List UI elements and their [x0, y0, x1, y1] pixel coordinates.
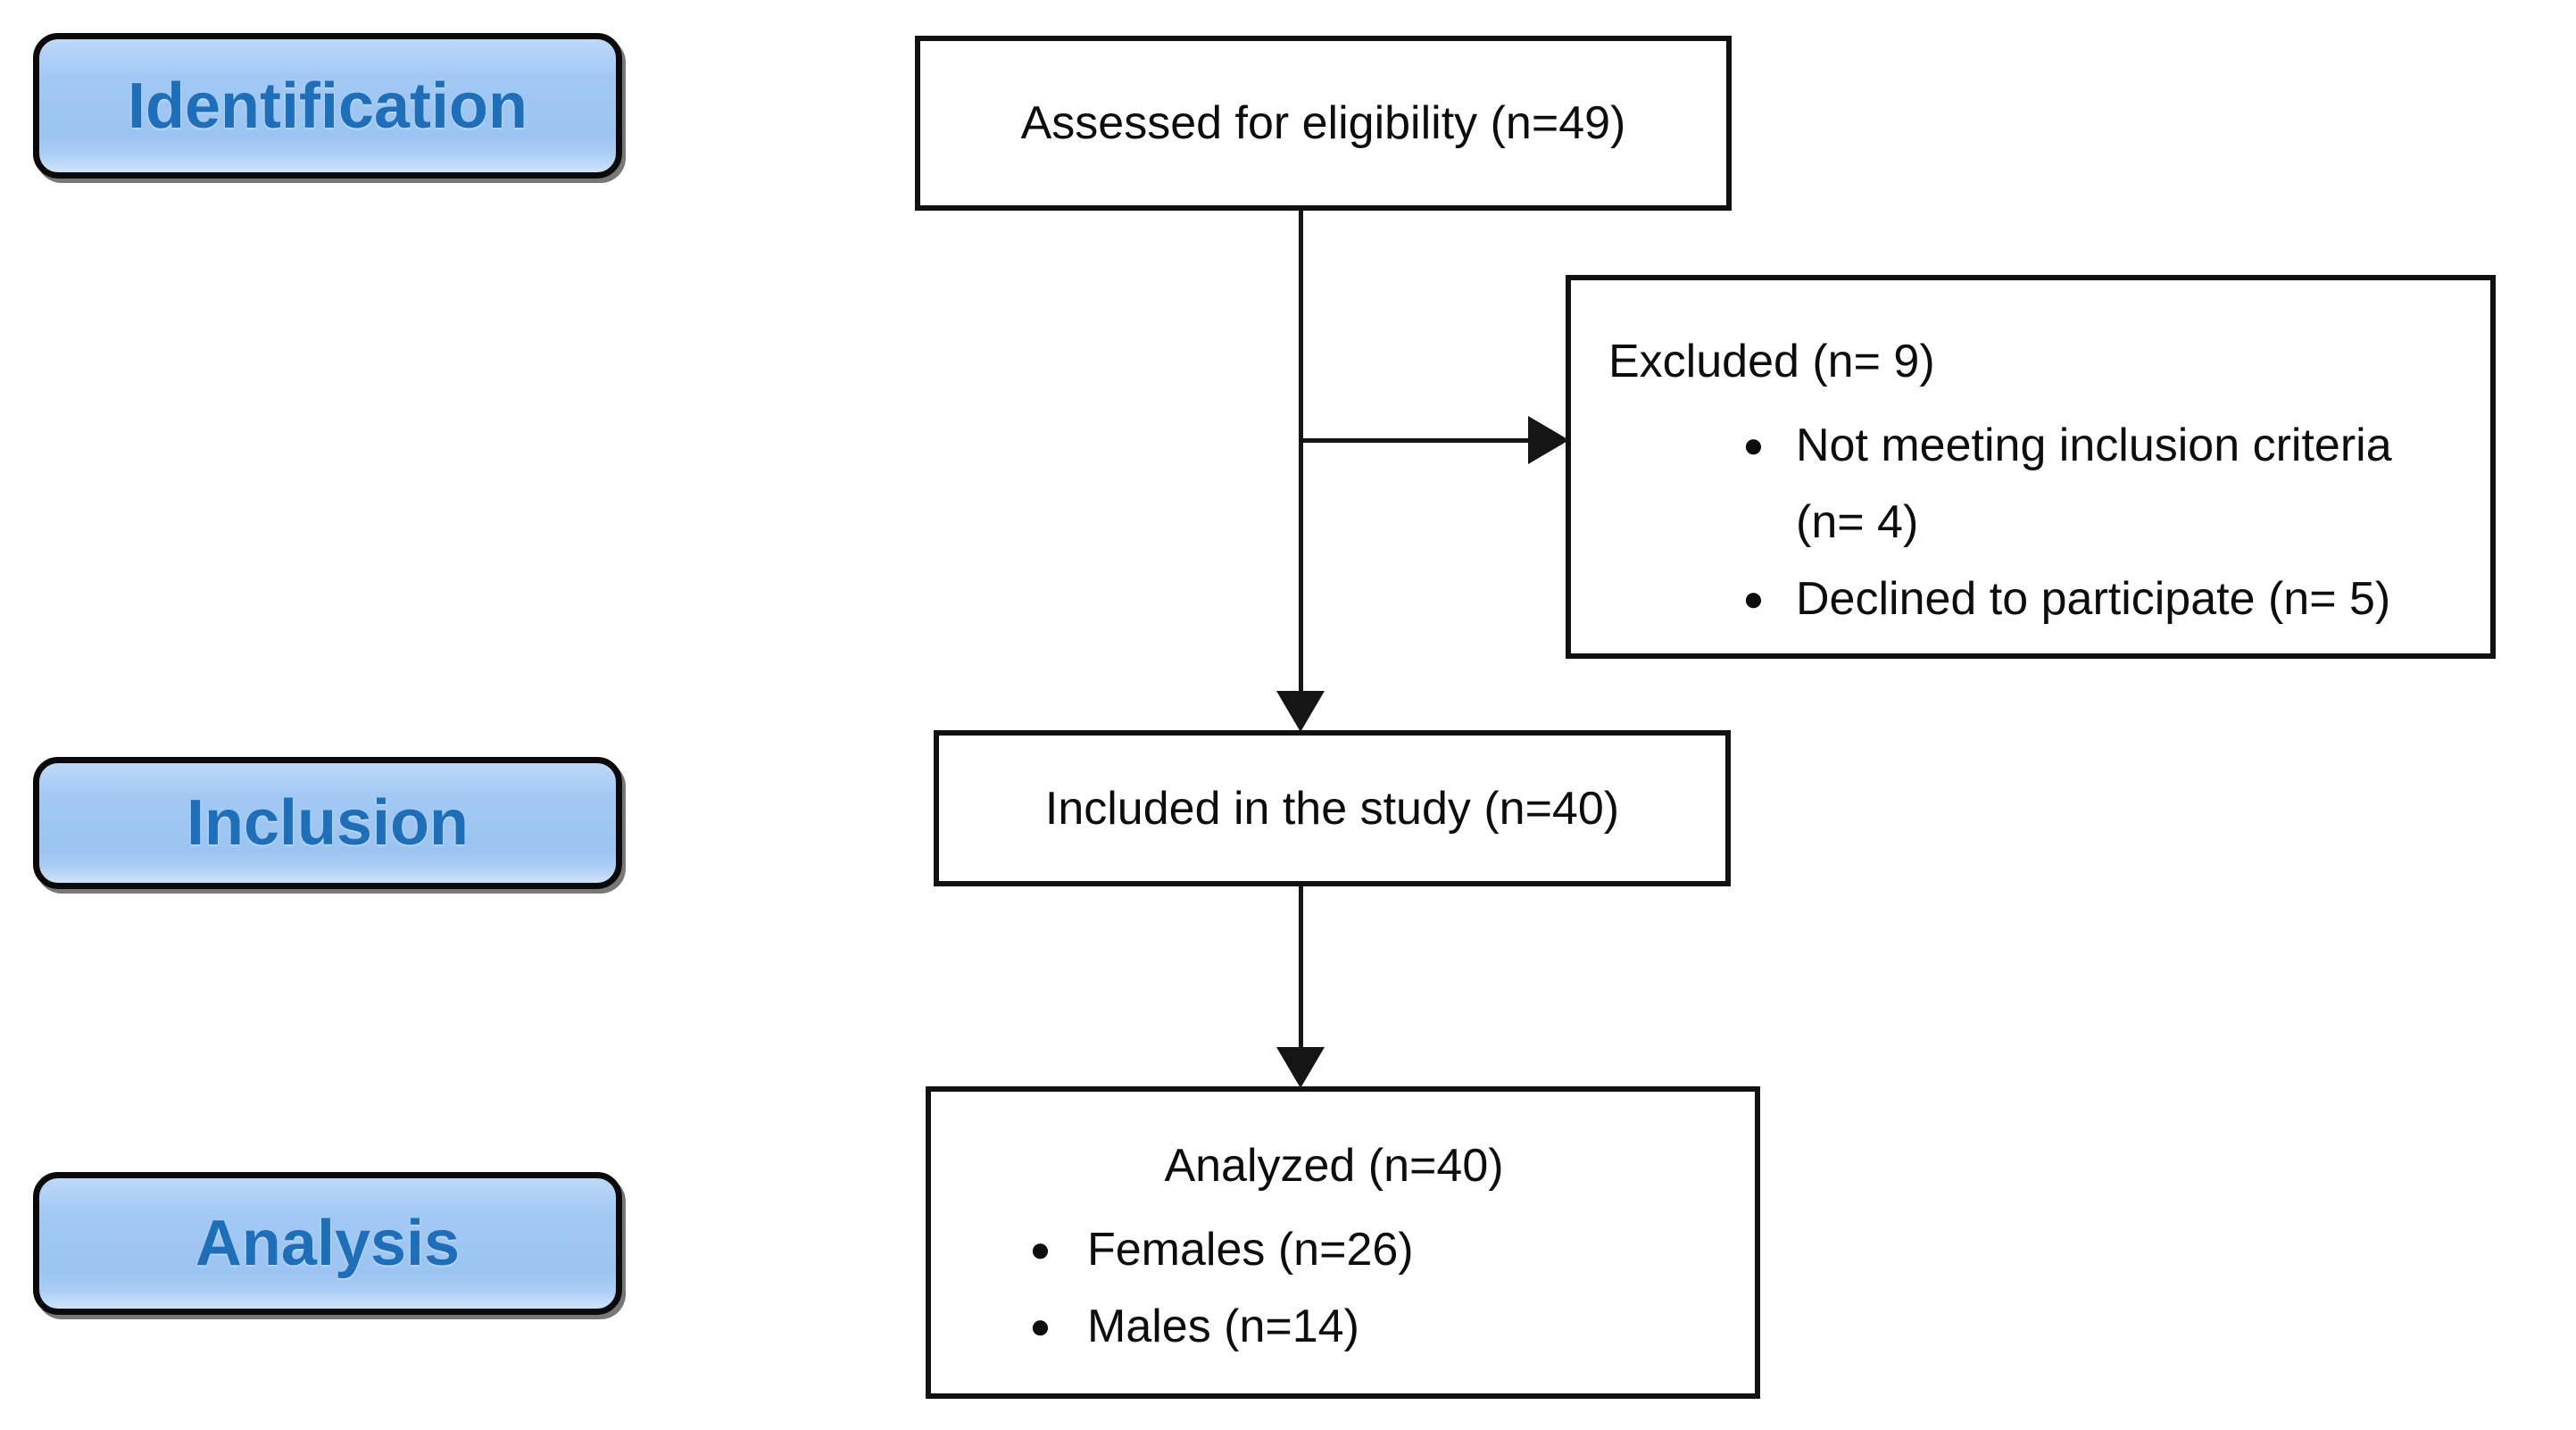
- stage-label-analysis: Analysis: [33, 1172, 622, 1315]
- excluded-reason-1: Not meeting inclusion criteria (n= 4): [1796, 420, 2392, 548]
- arrow-down-icon: [1276, 1047, 1325, 1088]
- list-item: ● Declined to participate (n= 5): [1608, 561, 2472, 637]
- connector-branch-to-excluded: [1300, 438, 1534, 443]
- arrow-down-icon: [1276, 691, 1325, 732]
- excluded-reasons-list: ● Not meeting inclusion criteria (n= 4) …: [1608, 407, 2472, 637]
- stage-label-identification: Identification: [33, 33, 622, 179]
- connector-included-to-analyzed: [1299, 886, 1303, 1052]
- excluded-reason-2: Declined to participate (n= 5): [1796, 573, 2391, 625]
- analyzed-breakdown-list: ● Females (n=26) ● Males (n=14): [931, 1211, 1737, 1365]
- list-item: ● Not meeting inclusion criteria (n= 4): [1608, 407, 2472, 561]
- stage-label-analysis-text: Analysis: [195, 1208, 461, 1279]
- box-included-in-study: Included in the study (n=40): [934, 730, 1731, 886]
- arrow-right-icon: [1528, 416, 1569, 464]
- list-item: ● Females (n=26): [931, 1211, 1737, 1288]
- box-excluded: Excluded (n= 9) ● Not meeting inclusion …: [1566, 275, 2496, 659]
- box-analyzed-title: Analyzed (n=40): [1164, 1140, 1504, 1192]
- box-excluded-title: Excluded (n= 9): [1608, 336, 1935, 387]
- bullet-icon: ●: [1029, 1307, 1051, 1346]
- list-item: ● Males (n=14): [931, 1288, 1737, 1365]
- box-analyzed: Analyzed (n=40) ● Females (n=26) ● Males…: [926, 1086, 1760, 1399]
- stage-label-identification-text: Identification: [128, 70, 528, 142]
- bullet-icon: ●: [1742, 579, 1765, 619]
- stage-label-inclusion: Inclusion: [33, 757, 622, 889]
- bullet-icon: ●: [1029, 1230, 1051, 1269]
- box-assessed-text: Assessed for eligibility (n=49): [1020, 97, 1626, 149]
- stage-label-inclusion-text: Inclusion: [186, 787, 469, 859]
- box-assessed-for-eligibility: Assessed for eligibility (n=49): [915, 36, 1732, 211]
- analyzed-males: Males (n=14): [1087, 1301, 1359, 1352]
- connector-assessed-to-included: [1299, 211, 1303, 694]
- analyzed-females: Females (n=26): [1087, 1224, 1414, 1276]
- box-included-text: Included in the study (n=40): [1044, 782, 1620, 835]
- bullet-icon: ●: [1742, 426, 1765, 465]
